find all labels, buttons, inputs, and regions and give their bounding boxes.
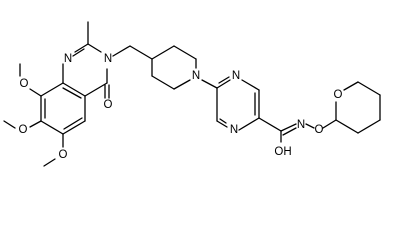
bond bbox=[173, 45, 197, 60]
bond bbox=[258, 117, 282, 132]
bond bbox=[201, 79, 218, 89]
bond bbox=[238, 117, 260, 131]
bond bbox=[74, 43, 89, 53]
bond bbox=[357, 119, 381, 134]
atom-label-o-oxane: O bbox=[334, 89, 343, 101]
bond bbox=[151, 75, 175, 90]
atom-label-o-methoxy-8: O bbox=[20, 78, 29, 90]
atom-label-n-piperidine: N bbox=[192, 70, 200, 82]
bond bbox=[129, 45, 153, 60]
bond bbox=[63, 117, 83, 130]
bond bbox=[112, 45, 131, 57]
bond bbox=[305, 123, 315, 129]
bond bbox=[29, 120, 42, 128]
atom-label-o-methoxy-6: O bbox=[59, 149, 68, 161]
bond-lines bbox=[3, 21, 381, 167]
bond bbox=[322, 119, 337, 129]
bond bbox=[216, 79, 231, 89]
bond bbox=[62, 82, 86, 97]
bond bbox=[343, 81, 359, 91]
bond bbox=[84, 82, 108, 97]
bond bbox=[43, 158, 56, 167]
bond bbox=[335, 119, 359, 134]
atom-label-o-link: O bbox=[315, 124, 324, 136]
bond bbox=[29, 88, 42, 97]
bond bbox=[282, 127, 297, 136]
bond bbox=[40, 120, 64, 135]
structure-canvas: N N O O O O N N N OH N O O bbox=[3, 21, 381, 167]
bond bbox=[241, 79, 260, 91]
atom-label-oh-amide: OH bbox=[274, 146, 291, 158]
atom-label-n-amide: N bbox=[297, 119, 305, 131]
atom-label-o-carbonyl: O bbox=[104, 99, 113, 111]
bond bbox=[280, 123, 297, 132]
atom-label-n-pyrimidine-a: N bbox=[232, 70, 240, 82]
atom-labels: N N O O O O N N N OH N O O bbox=[19, 53, 343, 161]
atom-label-n-pyrimidine-b: N bbox=[230, 124, 238, 136]
atom-label-n-quinazoline-3: N bbox=[104, 53, 112, 65]
bond bbox=[72, 48, 85, 57]
bond bbox=[173, 79, 191, 90]
bond bbox=[40, 82, 64, 97]
bond bbox=[219, 118, 227, 124]
atom-label-n-quinazoline-1: N bbox=[64, 53, 72, 65]
atom-label-o-methoxy-7: O bbox=[19, 124, 28, 136]
bond bbox=[3, 120, 16, 129]
bond bbox=[357, 81, 381, 96]
bond bbox=[87, 43, 102, 53]
bond bbox=[151, 45, 175, 60]
bond bbox=[62, 120, 86, 135]
bond bbox=[216, 120, 228, 128]
chemical-structure: N N O O O O N N N OH N O O bbox=[3, 21, 381, 167]
bond bbox=[218, 76, 230, 84]
bond bbox=[62, 87, 82, 99]
